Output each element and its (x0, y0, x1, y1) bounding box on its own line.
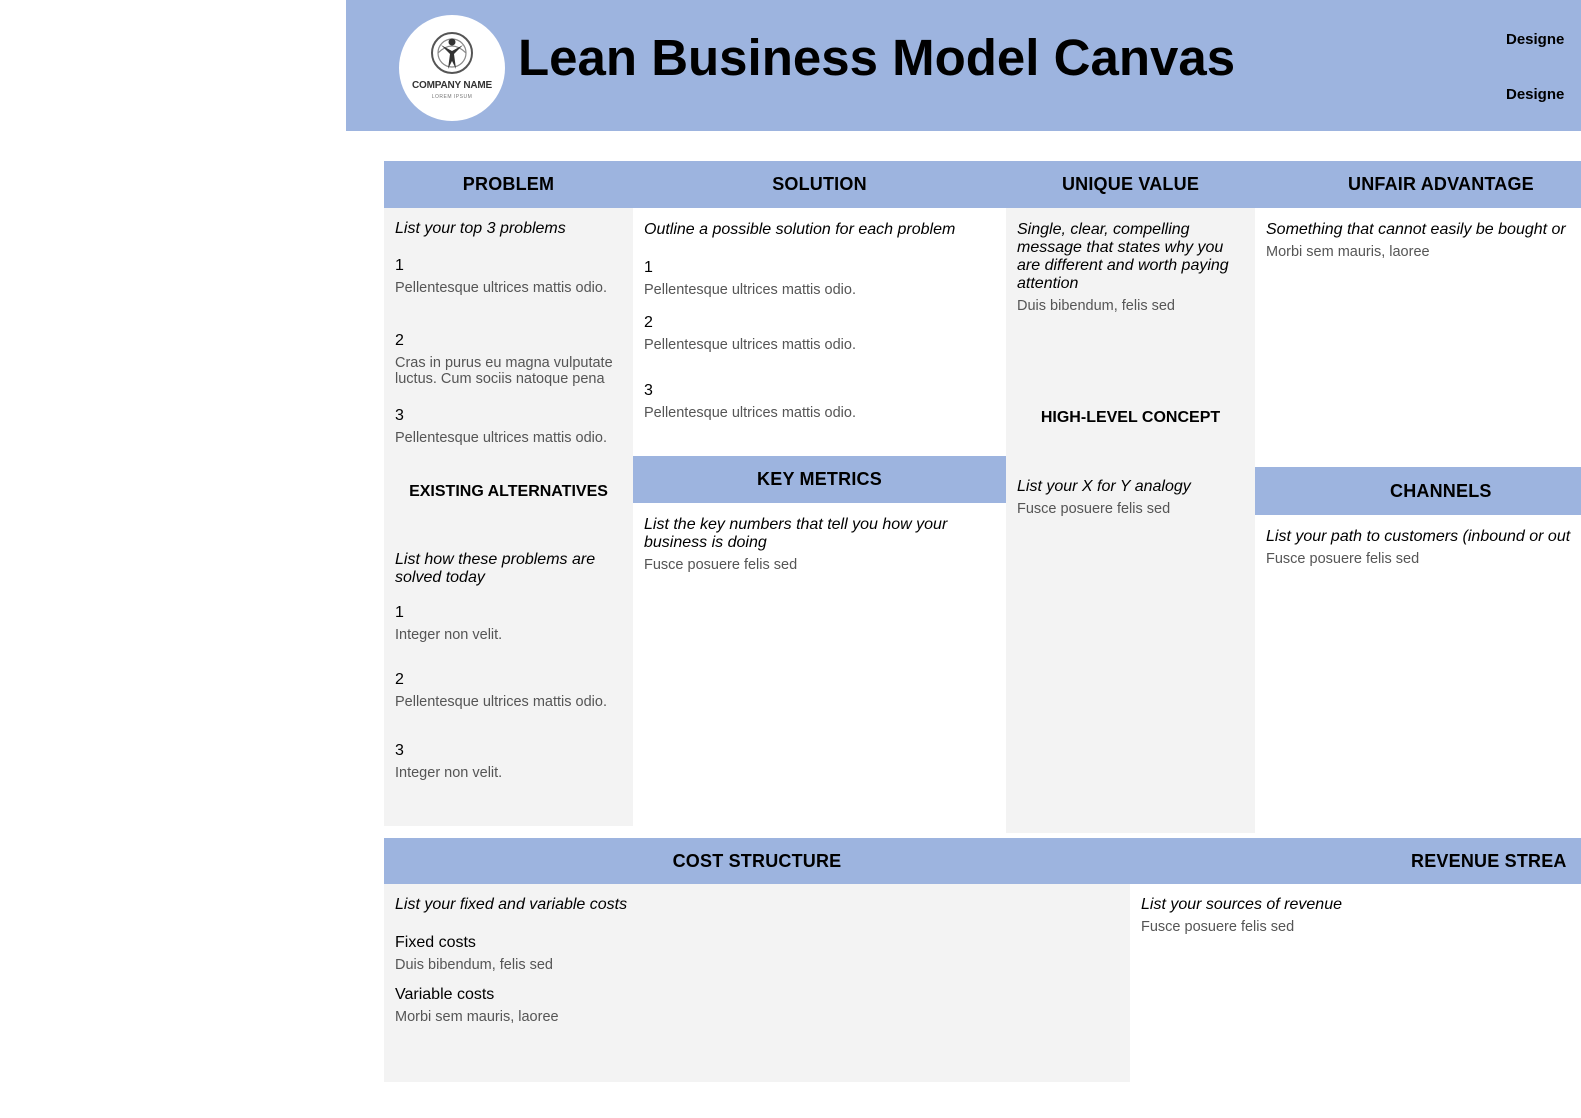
designed-by-label: Designe (1506, 86, 1565, 103)
revenue-streams-prompt: List your sources of revenue (1141, 896, 1342, 913)
variable-costs-text: Morbi sem mauris, laoree (395, 1009, 559, 1025)
bottom-header-bar (384, 838, 1581, 884)
solution-header: SOLUTION (633, 161, 1006, 208)
problem-item-1-text: Pellentesque ultrices mattis odio. (395, 280, 607, 296)
solution-item-3-text: Pellentesque ultrices mattis odio. (644, 405, 856, 421)
alternative-item-2-text: Pellentesque ultrices mattis odio. (395, 694, 607, 710)
unique-value-panel (1006, 208, 1255, 833)
alternative-item-1-text: Integer non velit. (395, 627, 503, 643)
solution-item-1-number: 1 (644, 259, 653, 276)
problem-panel (384, 208, 633, 826)
header-banner (346, 0, 1581, 131)
revenue-streams-header: REVENUE STREA (1411, 850, 1567, 871)
problem-prompt: List your top 3 problems (395, 220, 566, 237)
fixed-costs-label: Fixed costs (395, 934, 476, 951)
unique-value-header: UNIQUE VALUE (1006, 161, 1255, 208)
revenue-streams-text: Fusce posuere felis sed (1141, 919, 1295, 935)
alternative-item-1-number: 1 (395, 604, 404, 621)
page-title: Lean Business Model Canvas (518, 29, 1236, 86)
high-level-concept-text: Fusce posuere felis sed (1017, 501, 1171, 517)
problem-item-3-text: Pellentesque ultrices mattis odio. (395, 430, 607, 446)
high-level-concept-title: HIGH-LEVEL CONCEPT (1040, 409, 1221, 426)
problem-item-2-text: Cras in purus eu magna vulputate luctus.… (395, 355, 613, 387)
solution-item-2-number: 2 (644, 314, 653, 331)
alternative-item-3-number: 3 (395, 742, 404, 759)
unfair-advantage-header: UNFAIR ADVANTAGE (1255, 161, 1581, 208)
company-tagline: LOREM IPSUM (431, 94, 473, 100)
company-name: COMPANY NAME (411, 80, 492, 91)
alternative-item-3-text: Integer non velit. (395, 765, 503, 781)
solution-item-1-text: Pellentesque ultrices mattis odio. (644, 282, 856, 298)
key-metrics-header: KEY METRICS (633, 456, 1006, 503)
unique-value-prompt: Single, clear, compelling message that s… (1017, 221, 1229, 292)
problem-item-1-number: 1 (395, 257, 404, 274)
solution-item-3-number: 3 (644, 382, 653, 399)
unfair-advantage-text: Morbi sem mauris, laoree (1266, 244, 1430, 260)
existing-alternatives-title: EXISTING ALTERNATIVES (409, 483, 608, 500)
designed-for-label: Designe (1506, 31, 1565, 48)
cost-structure-prompt: List your fixed and variable costs (395, 896, 628, 913)
channels-prompt: List your path to customers (inbound or … (1266, 528, 1571, 545)
key-metrics-text: Fusce posuere felis sed (644, 557, 798, 573)
problem-item-2-number: 2 (395, 332, 404, 349)
channels-header: CHANNELS (1255, 467, 1581, 515)
problem-item-3-number: 3 (395, 407, 404, 424)
key-metrics-prompt: List the key numbers that tell you how y… (644, 516, 948, 551)
problem-header: PROBLEM (384, 161, 633, 208)
company-logo: COMPANY NAME LOREM IPSUM (399, 15, 505, 121)
solution-item-2-text: Pellentesque ultrices mattis odio. (644, 337, 856, 353)
high-level-concept-prompt: List your X for Y analogy (1017, 478, 1191, 495)
fixed-costs-text: Duis bibendum, felis sed (395, 957, 553, 973)
solution-prompt: Outline a possible solution for each pro… (644, 221, 956, 238)
channels-text: Fusce posuere felis sed (1266, 551, 1420, 567)
existing-alternatives-prompt: List how these problems are solved today (395, 551, 596, 586)
unfair-advantage-prompt: Something that cannot easily be bought o… (1266, 221, 1566, 238)
alternative-item-2-number: 2 (395, 671, 404, 688)
variable-costs-label: Variable costs (395, 986, 495, 1003)
person-globe-icon (431, 32, 473, 74)
cost-structure-panel (384, 884, 1130, 1082)
cost-structure-header: COST STRUCTURE (672, 850, 842, 871)
unique-value-text: Duis bibendum, felis sed (1017, 298, 1175, 314)
